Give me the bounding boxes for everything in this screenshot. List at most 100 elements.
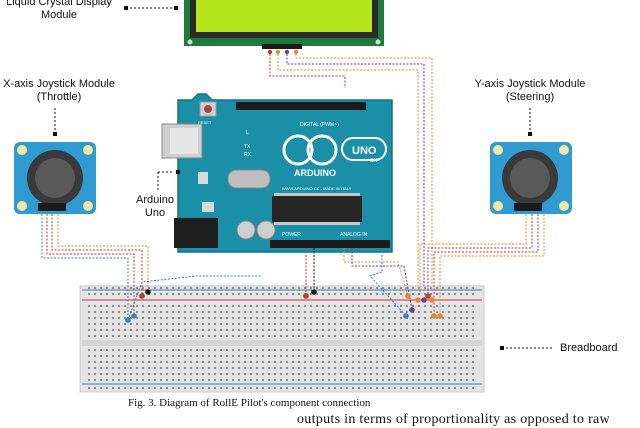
breadboard-hole [190, 367, 192, 369]
breadboard-hole [448, 373, 450, 375]
breadboard-hole [178, 349, 180, 351]
breadboard-hole [442, 293, 444, 295]
breadboard-hole [418, 305, 420, 307]
breadboard-hole [268, 373, 270, 375]
breadboard-hole [352, 287, 354, 289]
breadboard-hole [136, 361, 138, 363]
breadboard-hole [298, 293, 300, 295]
breadboard-hole [238, 379, 240, 381]
breadboard-hole [238, 323, 240, 325]
breadboard-hole [268, 305, 270, 307]
breadboard-hole [412, 317, 414, 319]
breadboard-hole [448, 349, 450, 351]
breadboard-hole [100, 373, 102, 375]
breadboard-hole [322, 379, 324, 381]
breadboard-hole [148, 329, 150, 331]
y-joystick-knob [510, 158, 550, 198]
breadboard-hole [232, 293, 234, 295]
breadboard-hole [232, 323, 234, 325]
breadboard-hole [166, 379, 168, 381]
breadboard-hole [316, 311, 318, 313]
breadboard-hole [364, 349, 366, 351]
breadboard-hole [454, 287, 456, 289]
lcd-pointer [124, 6, 178, 10]
breadboard-hole [280, 287, 282, 289]
breadboard-hole [400, 361, 402, 363]
breadboard-hole [334, 361, 336, 363]
breadboard-hole [334, 355, 336, 357]
breadboard-hole [400, 305, 402, 307]
breadboard-hole [322, 349, 324, 351]
breadboard-hole [454, 367, 456, 369]
breadboard-hole [202, 387, 204, 389]
breadboard-hole [328, 355, 330, 357]
breadboard-hole [382, 305, 384, 307]
breadboard-hole [250, 305, 252, 307]
breadboard-hole [136, 349, 138, 351]
breadboard-hole [106, 329, 108, 331]
breadboard-hole [250, 335, 252, 337]
breadboard-hole [214, 379, 216, 381]
breadboard-hole [154, 367, 156, 369]
breadboard-hole [268, 379, 270, 381]
breadboard-hole [364, 355, 366, 357]
breadboard-hole [304, 305, 306, 307]
breadboard-hole [310, 311, 312, 313]
breadboard-hole [352, 317, 354, 319]
breadboard-hole [286, 317, 288, 319]
breadboard-hole [400, 367, 402, 369]
breadboard-hole [106, 317, 108, 319]
arduino-uno [161, 93, 393, 253]
breadboard-hole [100, 361, 102, 363]
breadboard-hole [166, 323, 168, 325]
breadboard-hole [436, 367, 438, 369]
breadboard-hole [394, 287, 396, 289]
breadboard-hole [364, 305, 366, 307]
breadboard-hole [226, 335, 228, 337]
breadboard-hole [88, 329, 90, 331]
breadboard-hole [442, 373, 444, 375]
breadboard-hole [190, 387, 192, 389]
breadboard-hole [430, 317, 432, 319]
breadboard-hole [268, 367, 270, 369]
breadboard-hole [382, 387, 384, 389]
breadboard-hole [388, 323, 390, 325]
lcd-pin-gnd [293, 49, 299, 55]
breadboard-hole [346, 367, 348, 369]
breadboard-hole [226, 287, 228, 289]
breadboard-hole [178, 373, 180, 375]
breadboard-hole [370, 287, 372, 289]
breadboard-hole [118, 373, 120, 375]
breadboard-hole [424, 305, 426, 307]
power-jack [174, 218, 218, 248]
breadboard-hole [430, 387, 432, 389]
breadboard-hole [340, 387, 342, 389]
breadboard-hole [136, 367, 138, 369]
breadboard-hole [268, 361, 270, 363]
breadboard-hole [94, 379, 96, 381]
breadboard-hole [304, 311, 306, 313]
breadboard-hole [232, 311, 234, 313]
breadboard-hole [310, 305, 312, 307]
breadboard-hole [124, 373, 126, 375]
breadboard-hole [274, 335, 276, 337]
led-label-on: ON [370, 158, 378, 164]
breadboard-hole [412, 367, 414, 369]
breadboard-hole [466, 317, 468, 319]
breadboard-hole [382, 355, 384, 357]
breadboard-hole [184, 317, 186, 319]
breadboard-hole [136, 373, 138, 375]
breadboard-hole [322, 311, 324, 313]
breadboard-hole [166, 367, 168, 369]
breadboard-hole [436, 287, 438, 289]
breadboard-hole [112, 361, 114, 363]
breadboard-hole [208, 317, 210, 319]
breadboard-hole [190, 361, 192, 363]
breadboard-hole [166, 373, 168, 375]
breadboard-hole [244, 379, 246, 381]
breadboard-hole [130, 317, 132, 319]
breadboard-hole [112, 379, 114, 381]
breadboard-hole [136, 379, 138, 381]
breadboard-hole [472, 329, 474, 331]
breadboard-hole [172, 367, 174, 369]
